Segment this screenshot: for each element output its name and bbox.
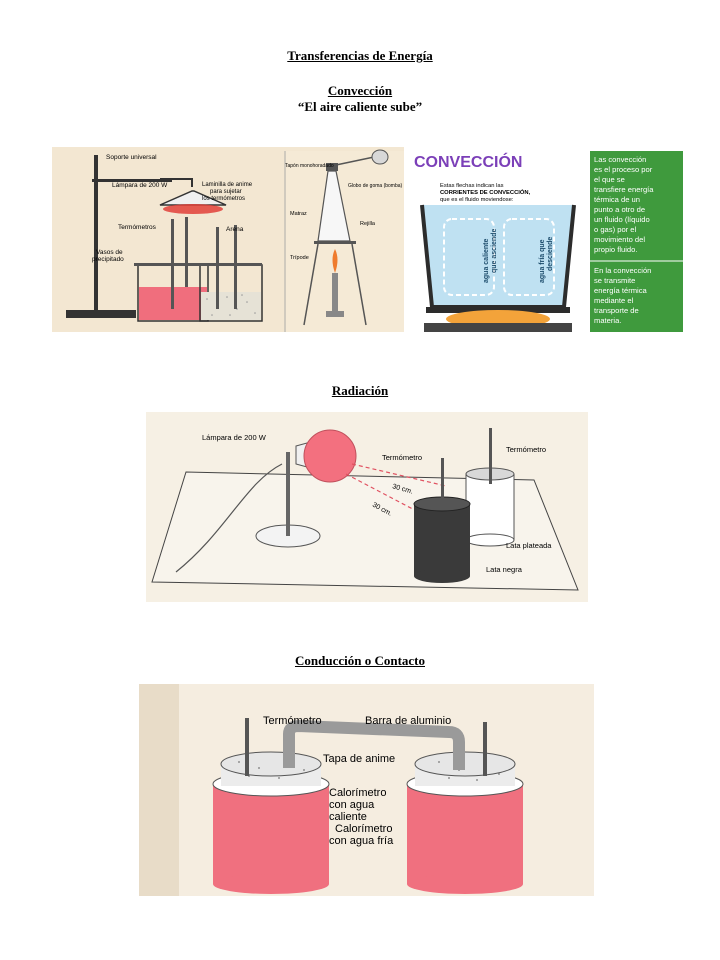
svg-text:Laminilla de anime: Laminilla de anime bbox=[202, 182, 253, 188]
flame bbox=[332, 249, 338, 273]
convection-info-figure: CONVECCIÓN Estas flechas indican las COR… bbox=[404, 147, 683, 332]
svg-text:térmica de un: térmica de un bbox=[594, 195, 640, 204]
label-arena: Arena bbox=[226, 226, 244, 233]
svg-text:En la convección: En la convección bbox=[594, 266, 651, 275]
label-termometros: Termómetros bbox=[118, 224, 157, 231]
svg-text:transfiere energía: transfiere energía bbox=[594, 185, 654, 194]
svg-text:agua caliente: agua caliente bbox=[483, 239, 490, 283]
svg-text:Termómetro: Termómetro bbox=[382, 453, 422, 462]
definition-panel bbox=[590, 151, 683, 332]
stand-base bbox=[66, 310, 136, 318]
svg-text:Vasos de: Vasos de bbox=[96, 249, 123, 256]
svg-text:desciende: desciende bbox=[547, 237, 554, 271]
svg-text:el que se: el que se bbox=[594, 175, 625, 184]
svg-text:Lata negra: Lata negra bbox=[486, 565, 523, 574]
svg-text:los termómetros: los termómetros bbox=[202, 196, 245, 202]
svg-text:que asciende: que asciende bbox=[491, 229, 498, 273]
label-lampara-radiacion: Lámpara de 200 W bbox=[202, 433, 267, 442]
svg-text:es el proceso por: es el proceso por bbox=[594, 165, 653, 174]
conduction-heading: Conducción o Contacto bbox=[294, 653, 425, 668]
black-can bbox=[414, 504, 470, 576]
convection-heading: Convección bbox=[327, 83, 393, 98]
svg-text:mediante el: mediante el bbox=[594, 296, 634, 305]
svg-text:Globo de goma (bomba): Globo de goma (bomba) bbox=[348, 183, 403, 189]
svg-text:Estas flechas indican las: Estas flechas indican las bbox=[440, 183, 504, 189]
svg-text:con agua fría: con agua fría bbox=[329, 835, 394, 847]
rubber-balloon bbox=[371, 149, 389, 165]
svg-text:punto a otro de: punto a otro de bbox=[594, 205, 645, 214]
svg-text:Calorímetro: Calorímetro bbox=[329, 787, 386, 799]
lamp-glow bbox=[163, 204, 223, 214]
wire-gauze bbox=[314, 241, 356, 244]
cold-calorimeter bbox=[407, 784, 523, 884]
radiation-figure: Lámpara de 200 W Termómetro Termómetro 3… bbox=[146, 412, 588, 602]
svg-text:Calorímetro: Calorímetro bbox=[335, 823, 392, 835]
svg-text:Termómetro: Termómetro bbox=[506, 445, 546, 454]
svg-text:Las convección: Las convección bbox=[594, 155, 646, 164]
svg-text:Trípode: Trípode bbox=[290, 255, 309, 261]
page-title: Transferencias de Energía bbox=[287, 48, 433, 63]
svg-text:para sujetar: para sujetar bbox=[210, 189, 242, 195]
label-tapa: Tapa de anime bbox=[323, 753, 395, 765]
svg-text:materia.: materia. bbox=[594, 316, 621, 325]
label-lampara: Lámpara de 200 W bbox=[112, 182, 168, 189]
convection-graphic-title: CONVECCIÓN bbox=[414, 152, 522, 171]
label-soporte: Soporte universal bbox=[106, 154, 157, 161]
svg-text:un fluido (líquido: un fluido (líquido bbox=[594, 215, 650, 224]
svg-text:Rejilla: Rejilla bbox=[360, 221, 376, 227]
conduction-figure: Termómetro Barra de aluminio Tapa de ani… bbox=[139, 684, 594, 896]
svg-text:precipitado: precipitado bbox=[92, 256, 124, 263]
svg-text:Lata plateada: Lata plateada bbox=[506, 541, 552, 550]
svg-text:CORRIENTES DE CONVECCIÓN,: CORRIENTES DE CONVECCIÓN, bbox=[440, 188, 531, 196]
svg-text:propio fluido.: propio fluido. bbox=[594, 245, 637, 254]
convection-lab-figure: Soporte universal Lámpara de 200 W Lamin… bbox=[52, 147, 404, 332]
svg-text:transporte de: transporte de bbox=[594, 306, 639, 315]
svg-text:que es el fluido moviendose:: que es el fluido moviendose: bbox=[440, 197, 514, 203]
svg-text:Matraz: Matraz bbox=[290, 211, 307, 217]
hot-calorimeter bbox=[213, 784, 329, 884]
convection-subtitle: “El aire caliente sube” bbox=[297, 99, 423, 114]
svg-text:con agua: con agua bbox=[329, 799, 375, 811]
red-bulb bbox=[303, 429, 357, 483]
radiation-heading: Radiación bbox=[331, 383, 389, 398]
label-barra: Barra de aluminio bbox=[365, 715, 451, 727]
svg-text:caliente: caliente bbox=[329, 811, 367, 823]
aluminium-bar bbox=[283, 719, 465, 770]
svg-text:agua fría que: agua fría que bbox=[539, 239, 546, 283]
svg-text:movimiento del: movimiento del bbox=[594, 235, 645, 244]
stand-rod bbox=[94, 155, 98, 311]
svg-text:se transmite: se transmite bbox=[594, 276, 635, 285]
label-termometro: Termómetro bbox=[263, 715, 322, 727]
svg-text:energía térmica: energía térmica bbox=[594, 286, 648, 295]
svg-text:o gas) por el: o gas) por el bbox=[594, 225, 637, 234]
svg-text:Tapón monohoradado: Tapón monohoradado bbox=[285, 163, 334, 169]
